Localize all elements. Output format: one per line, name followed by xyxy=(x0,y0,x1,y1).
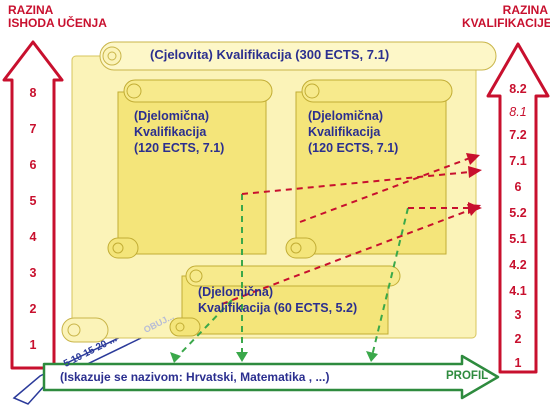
green-dashed-arrows xyxy=(177,194,409,357)
qual-level-7-1: 7.1 xyxy=(509,154,527,168)
partial-left-line3: (120 ECTS, 7.1) xyxy=(134,141,225,155)
partial-right-line1: (Djelomična) xyxy=(308,109,384,123)
red-arrowheads xyxy=(466,153,482,216)
qual-level-4-1: 4.1 xyxy=(509,284,527,298)
learning-level-7: 7 xyxy=(29,122,37,136)
partial-bottom-line2: Kvalifikacija (60 ECTS, 5.2) xyxy=(198,301,358,315)
partial-left-label: (Djelomična) Kvalifikacija (120 ECTS, 7.… xyxy=(134,108,224,156)
partial-left-line2: Kvalifikacija xyxy=(134,125,207,139)
right-axis-title-line1: RAZINA xyxy=(502,3,548,17)
partial-qualification-scroll-bottom xyxy=(169,265,401,337)
partial-bottom-line1: (Djelomična) xyxy=(198,285,274,299)
qual-level-5-2: 5.2 xyxy=(509,206,527,220)
qual-level-6: 6 xyxy=(514,180,522,194)
learning-level-6: 6 xyxy=(29,158,37,172)
partial-right-line3: (120 ECTS, 7.1) xyxy=(308,141,399,155)
qual-level-4-2: 4.2 xyxy=(509,258,527,272)
left-axis-title-line1: RAZINA xyxy=(8,3,54,17)
profile-arrow xyxy=(42,354,500,400)
right-axis-title: RAZINA KVALIFIKACIJE xyxy=(462,3,550,30)
learning-outcome-level-arrow xyxy=(2,40,64,370)
partial-left-line1: (Djelomična) xyxy=(134,109,210,123)
profile-description: (Iskazuje se nazivom: Hrvatski, Matemati… xyxy=(60,370,330,384)
left-axis-title-line2: ISHODA UČENJA xyxy=(8,16,107,30)
qual-level-8-2: 8.2 xyxy=(509,82,527,96)
partial-right-line2: Kvalifikacija xyxy=(308,125,381,139)
left-axis-title: RAZINA ISHODA UČENJA xyxy=(8,4,107,30)
partial-bottom-label: (Djelomična) Kvalifikacija (60 ECTS, 5.2… xyxy=(198,284,357,316)
partial-qualification-scroll-left xyxy=(107,79,273,259)
qual-level-2: 2 xyxy=(514,332,522,346)
full-qualification-label: (Cjelovita) Kvalifikacija (300 ECTS, 7.1… xyxy=(150,47,390,62)
learning-level-4: 4 xyxy=(29,230,37,244)
learning-level-5: 5 xyxy=(29,194,37,208)
red-dashed-arrows xyxy=(221,157,471,305)
learning-level-2: 2 xyxy=(29,302,37,316)
profile-label: PROFIL xyxy=(446,370,489,382)
right-axis-title-line2: KVALIFIKACIJE xyxy=(462,16,550,30)
qual-level-1: 1 xyxy=(514,356,522,370)
green-arrowheads xyxy=(170,351,378,363)
qualification-level-arrow xyxy=(486,42,550,374)
learning-level-1: 1 xyxy=(29,338,37,352)
qual-level-7-2: 7.2 xyxy=(509,128,527,142)
learning-level-8: 8 xyxy=(29,86,37,100)
learning-level-3: 3 xyxy=(29,266,37,280)
partial-right-label: (Djelomična) Kvalifikacija (120 ECTS, 7.… xyxy=(308,108,398,156)
qual-level-8-1: 8.1 xyxy=(509,105,527,119)
partial-qualification-scroll-right xyxy=(285,79,453,259)
qual-level-3: 3 xyxy=(514,308,522,322)
qual-level-5-1: 5.1 xyxy=(509,232,527,246)
